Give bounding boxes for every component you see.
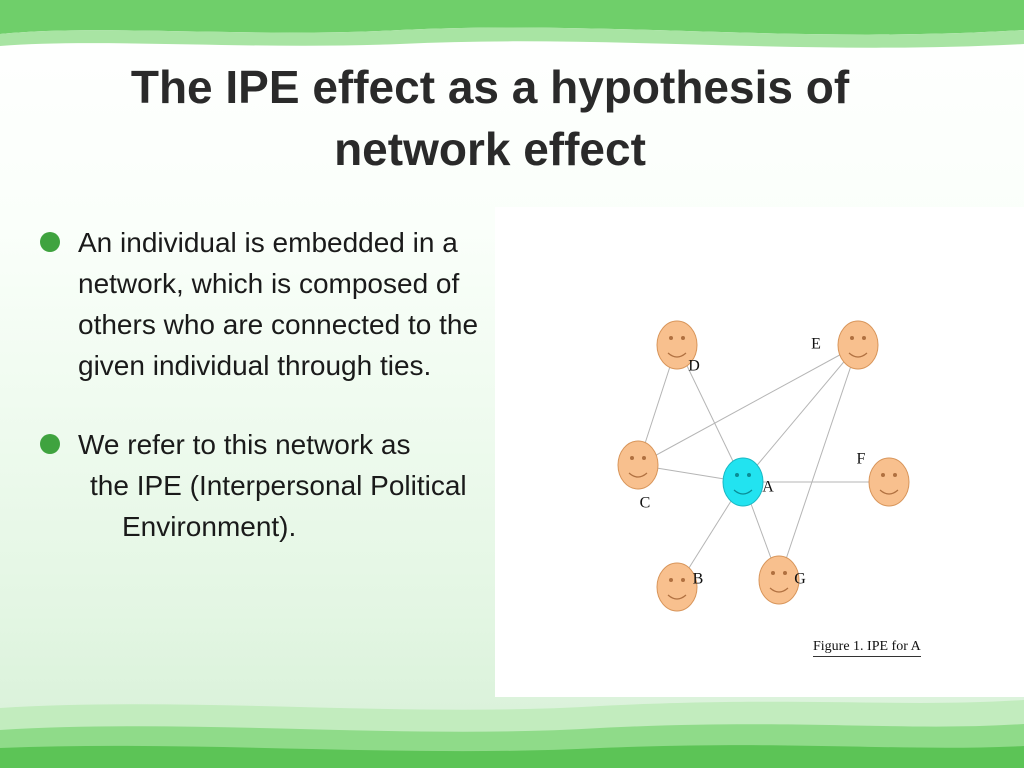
bullet-item: An individual is embedded in a network, … bbox=[36, 222, 486, 386]
ipe-network-figure: A B C D E F G Figure 1. IPE for A bbox=[495, 207, 1024, 697]
top-wave-decoration bbox=[0, 0, 1024, 48]
slide-title: The IPE effect as a hypothesis of networ… bbox=[60, 56, 920, 180]
edge-a-d bbox=[676, 344, 744, 483]
network-diagram: A B C D E F G bbox=[617, 320, 910, 612]
node-f-smiley-icon bbox=[868, 457, 910, 507]
node-b-smiley-icon bbox=[656, 562, 698, 612]
node-label-d: D bbox=[688, 358, 700, 375]
bullet-list: An individual is embedded in a network, … bbox=[36, 222, 486, 547]
node-a-smiley-icon bbox=[722, 457, 764, 507]
bullet-dot-icon bbox=[40, 434, 60, 454]
figure-caption: Figure 1. IPE for A bbox=[813, 639, 921, 657]
slide-title-line-2: network effect bbox=[334, 123, 646, 175]
slide-title-line-1: The IPE effect as a hypothesis of bbox=[130, 61, 850, 113]
node-label-b: B bbox=[693, 571, 704, 588]
edge-e-g bbox=[778, 344, 859, 581]
edge-a-e bbox=[742, 344, 859, 483]
bullet-text: An individual is embedded in a network, … bbox=[78, 227, 479, 381]
node-label-e: E bbox=[811, 336, 821, 353]
bullet-continuation: the IPE (Interpersonal Political Environ… bbox=[90, 470, 467, 542]
node-g-smiley-icon bbox=[758, 555, 800, 605]
node-label-f: F bbox=[857, 451, 866, 468]
node-label-a: A bbox=[762, 479, 774, 496]
bullet-text: We refer to this network as bbox=[78, 429, 411, 460]
node-e-smiley-icon bbox=[837, 320, 879, 370]
bottom-wave-decoration bbox=[0, 700, 1024, 768]
bullet-dot-icon bbox=[40, 232, 60, 252]
node-label-c: C bbox=[640, 495, 651, 512]
node-c-smiley-icon bbox=[617, 440, 659, 490]
node-d-smiley-icon bbox=[656, 320, 698, 370]
edge-c-e bbox=[637, 344, 859, 466]
node-label-g: G bbox=[794, 571, 806, 588]
bullet-item: We refer to this network as bbox=[36, 424, 486, 465]
